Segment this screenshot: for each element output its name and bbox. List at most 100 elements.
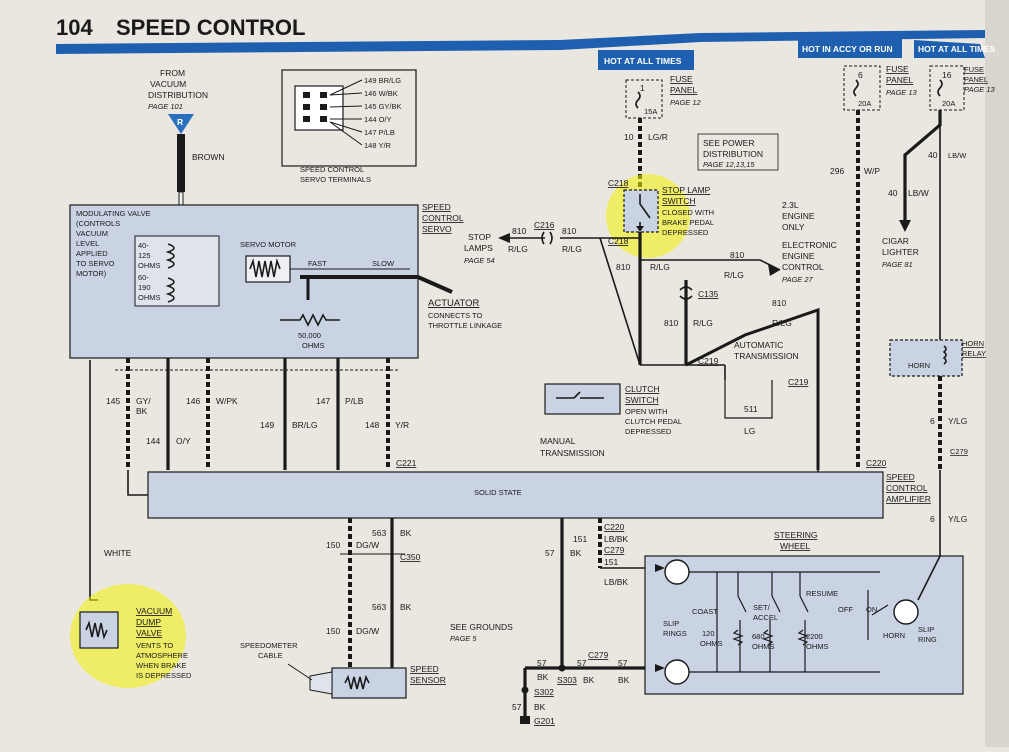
fuse-1-amperage: 15A bbox=[644, 107, 657, 116]
resistor-50000 bbox=[280, 313, 340, 327]
servo-harness-wires bbox=[89, 358, 390, 590]
wire-57-d: 57 bbox=[618, 658, 628, 668]
connector-c216: C216 bbox=[534, 220, 555, 230]
wire-57-d-color: BK bbox=[618, 675, 630, 685]
actuator-desc: CONNECTS TO bbox=[428, 311, 482, 320]
fuse-panel-2-label: FUSE bbox=[886, 64, 909, 74]
brown-hose-label: BROWN bbox=[192, 152, 225, 162]
from-vacuum-label-3: DISTRIBUTION bbox=[148, 90, 208, 100]
see-power-label: SEE POWER bbox=[703, 138, 754, 148]
amplifier-label: SPEED bbox=[886, 472, 915, 482]
speed-control-servo-box bbox=[69, 204, 419, 359]
fuse-panel-3-label: FUSE bbox=[964, 65, 984, 74]
hot-all-times-tag-2 bbox=[914, 40, 985, 58]
steering-switch-circuit bbox=[689, 571, 889, 673]
modulating-valve-label-5: APPLIED bbox=[76, 249, 108, 258]
see-power-label-2: DISTRIBUTION bbox=[703, 149, 763, 159]
clutch-switch-icon bbox=[544, 383, 621, 415]
speed-sensor-wires bbox=[348, 518, 394, 668]
auto-trans-label: AUTOMATIC bbox=[734, 340, 783, 350]
stop-lamp-switch-desc-2: BRAKE PEDAL bbox=[662, 218, 714, 227]
modulating-valve-label: MODULATING VALVE bbox=[76, 209, 151, 218]
vacuum-dump-desc-3: WHEN BRAKE bbox=[136, 661, 186, 670]
vacuum-dump-label-2: DUMP bbox=[136, 617, 161, 627]
wire-57-b: 57 bbox=[537, 658, 547, 668]
wire-149-color: BR/LG bbox=[292, 420, 318, 430]
eec-label: ELECTRONIC bbox=[782, 240, 837, 250]
wire-144-color: O/Y bbox=[176, 436, 191, 446]
c135-connector-icon bbox=[679, 286, 693, 300]
wire-810-d-color: R/LG bbox=[724, 270, 744, 280]
actuator-cable bbox=[300, 275, 453, 294]
vacuum-tag-icon bbox=[168, 114, 194, 134]
servo-terminals-box bbox=[281, 69, 417, 167]
fuse-16-amperage: 20A bbox=[942, 99, 955, 108]
stop-lamps-label-2: LAMPS bbox=[464, 243, 493, 253]
wire-810-a: 810 bbox=[512, 226, 526, 236]
hot-all-times-label: HOT AT ALL TIMES bbox=[604, 56, 682, 66]
hot-accy-run-tag bbox=[798, 38, 902, 58]
steering-wheel-label-2: WHEEL bbox=[780, 541, 811, 551]
fuse-panel-1-page: PAGE 12 bbox=[670, 98, 702, 107]
terminal-label-147: 147 P/LB bbox=[364, 128, 395, 137]
vacuum-dump-desc-4: IS DEPRESSED bbox=[136, 671, 192, 680]
manual-trans-label-2: TRANSMISSION bbox=[540, 448, 605, 458]
wire-563-b: 563 bbox=[372, 602, 386, 612]
wire-810-d: 810 bbox=[730, 250, 744, 260]
ohms-40-label: 40- bbox=[138, 241, 149, 250]
off-label: OFF bbox=[838, 605, 853, 614]
ohms-190-unit: OHMS bbox=[138, 293, 161, 302]
wire-57-a-color: BK bbox=[570, 548, 582, 558]
speedo-leader bbox=[287, 663, 313, 681]
wire-40-a: 40 bbox=[928, 150, 938, 160]
wire-145-color: GY/ bbox=[136, 396, 151, 406]
slip-ring-arrow-bottom bbox=[655, 664, 665, 672]
splice-s302-dot bbox=[521, 686, 529, 694]
set-accel-label-2: ACCEL bbox=[753, 613, 778, 622]
wire-40-a-color: LB/W bbox=[948, 151, 967, 160]
wire-810-f-color: R/LG bbox=[772, 318, 792, 328]
page-title: SPEED CONTROL bbox=[116, 15, 305, 40]
speedometer-label-2: CABLE bbox=[258, 651, 283, 660]
fuse-16-number: 16 bbox=[942, 70, 952, 80]
wire-511: 511 bbox=[744, 404, 758, 414]
horn-relay-icon bbox=[889, 339, 963, 377]
modulating-valve-label-3: VACUUM bbox=[76, 229, 108, 238]
slip-ring-bottom-icon bbox=[664, 659, 690, 685]
wire-296: 296 bbox=[830, 166, 844, 176]
fuse-6-box bbox=[843, 65, 881, 111]
fast-label: FAST bbox=[308, 259, 327, 268]
white-line-label: WHITE bbox=[104, 548, 132, 558]
wire-144: 144 bbox=[146, 436, 160, 446]
wire-296-color: W/P bbox=[864, 166, 880, 176]
servo-terminals-caption: SPEED CONTROL bbox=[300, 165, 364, 174]
from-vacuum-label: FROM bbox=[160, 68, 185, 78]
fuse-panel-1-label: FUSE bbox=[670, 74, 693, 84]
wire-150-b-color: DG/W bbox=[356, 626, 379, 636]
wire-6-a-color: Y/LG bbox=[948, 416, 967, 426]
hot-all-times-label-2: HOT AT ALL TIMES bbox=[918, 44, 996, 54]
clutch-switch-label-2: SWITCH bbox=[625, 395, 659, 405]
ohms-2200-label: 2200 bbox=[806, 632, 823, 641]
wire-810-b-color: R/LG bbox=[562, 244, 582, 254]
modulating-valve-label-4: LEVEL bbox=[76, 239, 99, 248]
stop-lamp-switch-icon bbox=[623, 189, 659, 233]
ohms-120-label: 120 bbox=[702, 629, 715, 638]
stop-lamp-switch-label-2: SWITCH bbox=[662, 196, 696, 206]
cigar-lighter-page: PAGE 81 bbox=[882, 260, 913, 269]
amplifier-label-2: CONTROL bbox=[886, 483, 928, 493]
vacuum-dump-spring bbox=[85, 620, 108, 640]
connector-c219-a: C219 bbox=[698, 356, 719, 366]
wire-6-b-color: Y/LG bbox=[948, 514, 967, 524]
ohms-680-label: 680 bbox=[752, 632, 765, 641]
fuse-1-number: 1 bbox=[640, 83, 645, 93]
terminal-label-149: 149 BR/LG bbox=[364, 76, 401, 85]
clutch-switch-contacts bbox=[556, 391, 604, 399]
engine-label-2: ENGINE bbox=[782, 211, 815, 221]
modulating-valve-label-6: TO SERVO bbox=[76, 259, 115, 268]
wire-151-b-color: LB/BK bbox=[604, 577, 628, 587]
wire-40-b: 40 bbox=[888, 188, 898, 198]
wire-810-c-color: R/LG bbox=[650, 262, 670, 272]
stop-lamps-page: PAGE 54 bbox=[464, 256, 495, 265]
